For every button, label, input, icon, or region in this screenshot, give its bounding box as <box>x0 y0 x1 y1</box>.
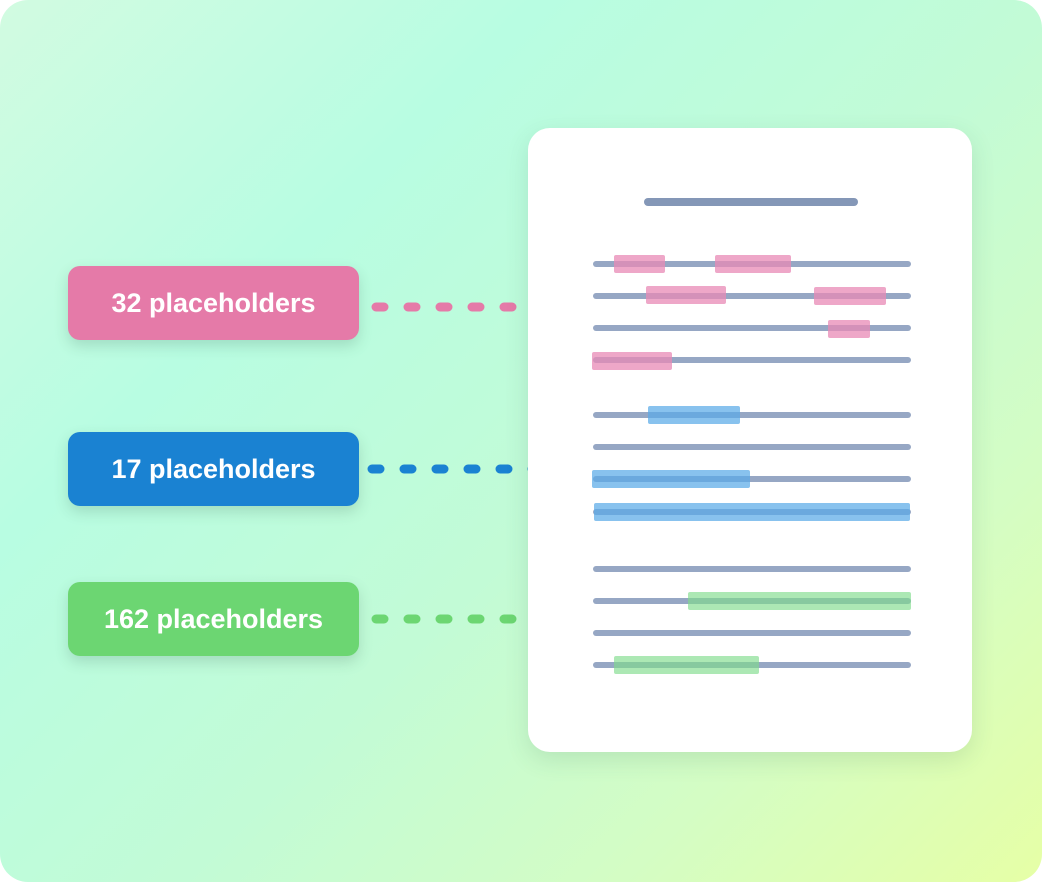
placeholder-highlight <box>814 287 886 305</box>
placeholder-highlight <box>614 656 759 674</box>
placeholder-count-label-blue: 17 placeholders <box>68 432 359 506</box>
placeholder-count-label-green: 162 placeholders <box>68 582 359 656</box>
section-green <box>593 566 911 674</box>
section-blue <box>592 406 911 521</box>
document-card <box>528 128 972 752</box>
placeholder-highlight <box>828 320 870 338</box>
placeholder-highlight <box>715 255 791 273</box>
placeholder-highlight <box>592 470 750 488</box>
section-pink <box>592 255 911 370</box>
document-content <box>592 198 911 674</box>
placeholder-highlight <box>614 255 665 273</box>
placeholder-highlight <box>594 503 910 521</box>
placeholder-highlight <box>646 286 726 304</box>
placeholder-highlight <box>648 406 740 424</box>
placeholder-highlight <box>592 352 672 370</box>
placeholder-count-label-pink: 32 placeholders <box>68 266 359 340</box>
placeholder-highlight <box>688 592 911 610</box>
